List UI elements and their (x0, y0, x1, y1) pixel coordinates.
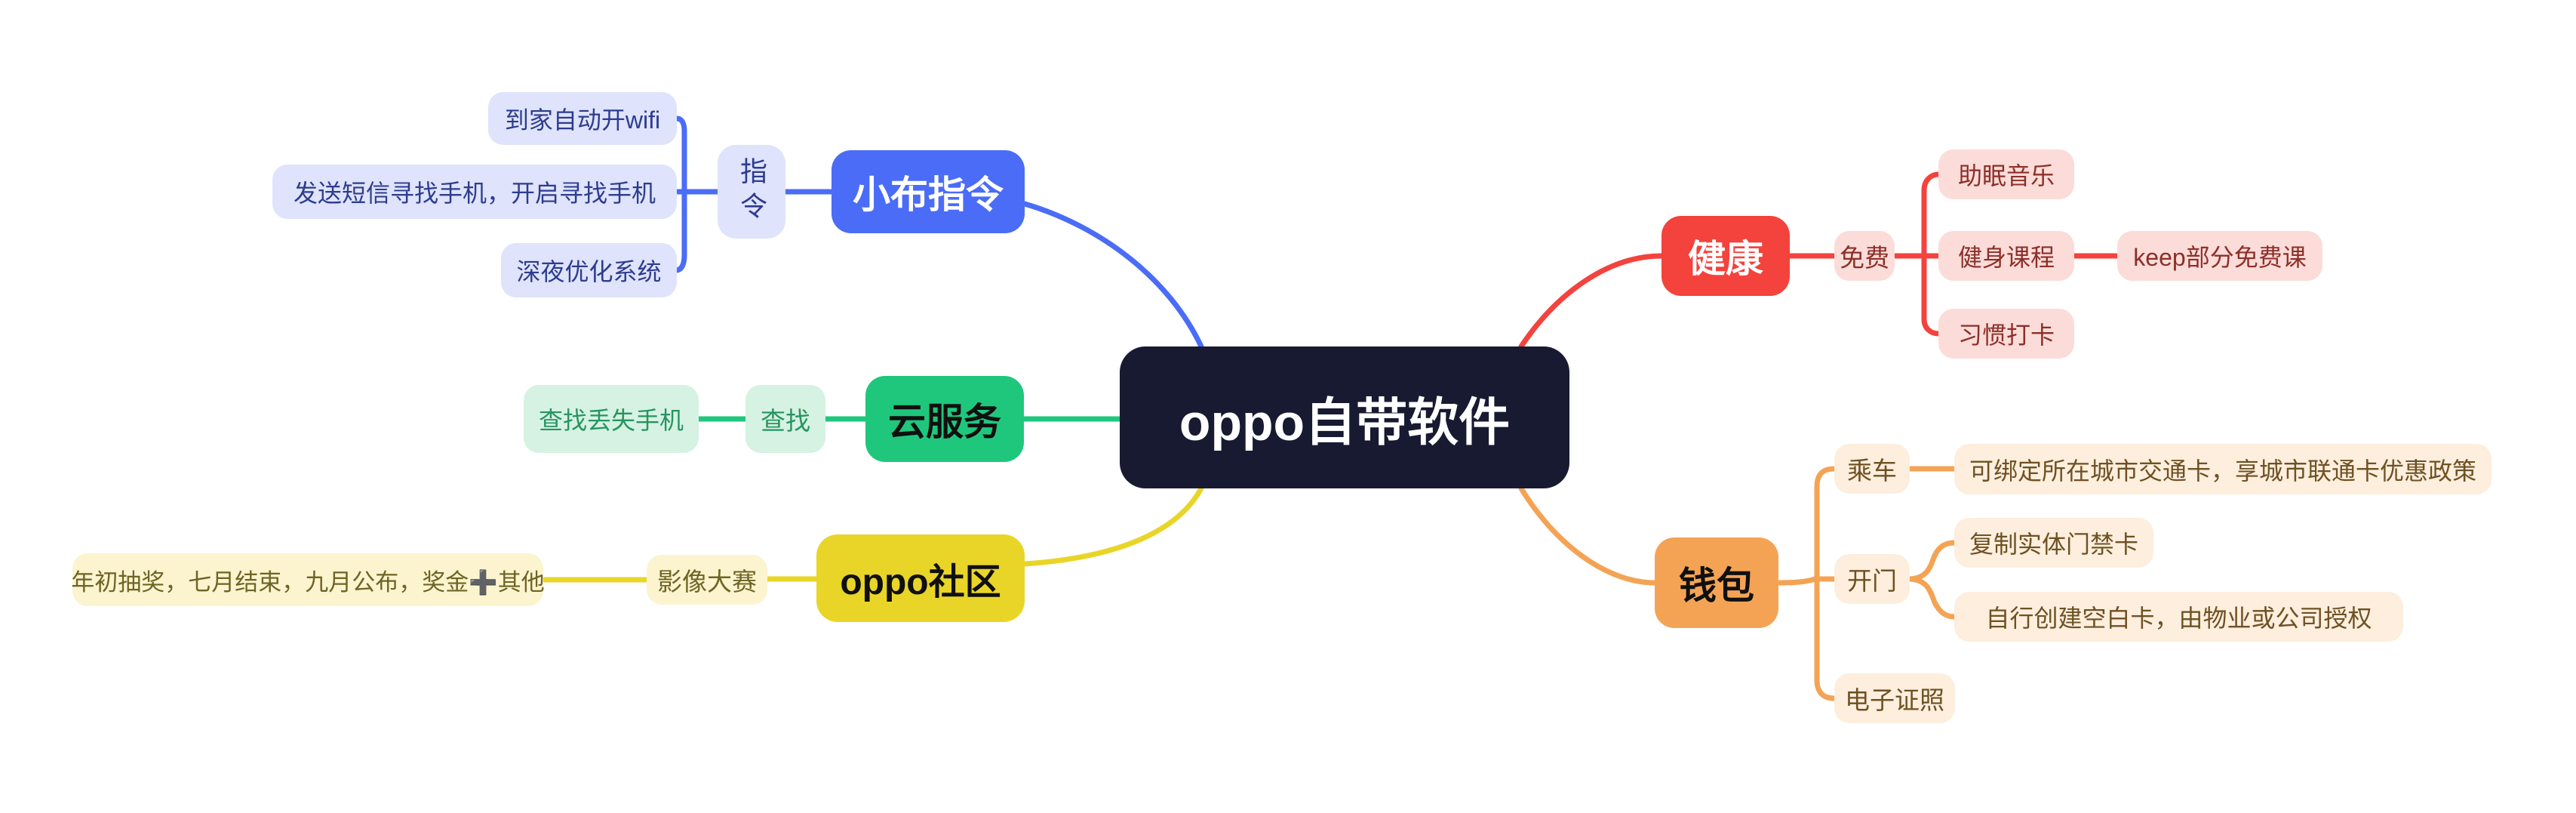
leaf-chazhao-diushi-shouji[interactable]: 查找丢失手机 (524, 385, 699, 453)
node-yun-fuwu[interactable]: 云服务 (865, 376, 1024, 462)
leaf-daojia-wifi[interactable]: 到家自动开wifi (488, 92, 677, 145)
edge-qianbao-stub (1775, 575, 1820, 586)
edge-center-jiankang (1518, 253, 1665, 350)
group-mianfei[interactable]: 免费 (1834, 231, 1895, 281)
leaf-shenye-youhua[interactable]: 深夜优化系统 (501, 243, 677, 297)
node-oppo-shequ[interactable]: oppo社区 (816, 534, 1025, 622)
node-xiaobu-zhiling[interactable]: 小布指令 (832, 150, 1025, 233)
leaf-jiaotongka-zhengce[interactable]: 可绑定所在城市交通卡，享城市联通卡优惠政策 (1954, 444, 2491, 494)
edge-kaimen-fork-bottom (1907, 576, 1957, 620)
leaf-nianchu-choujiang[interactable]: 年初抽奖，七月结束，九月公布，奖金➕其他 (71, 553, 545, 606)
group-chazhao[interactable]: 查找 (745, 385, 825, 453)
node-qianbao[interactable]: 钱包 (1655, 537, 1778, 628)
leaf-fasong-duanxin[interactable]: 发送短信寻找手机，开启寻找手机 (272, 165, 677, 219)
group-dianzi-zhengzhao[interactable]: 电子证照 (1834, 673, 1955, 723)
group-chengche[interactable]: 乘车 (1834, 444, 1910, 494)
leaf-fuzhi-menjinka[interactable]: 复制实体门禁卡 (1954, 518, 2153, 568)
leaf-kongbaika-shouquan[interactable]: 自行创建空白卡，由物业或公司授权 (1954, 592, 2403, 642)
node-jiankang[interactable]: 健康 (1661, 216, 1790, 296)
edge-mianfei-bracket (1921, 171, 1941, 337)
leaf-jianshen-kecheng[interactable]: 健身课程 (1938, 231, 2074, 281)
leaf-keep-mianfeike[interactable]: keep部分免费课 (2117, 231, 2322, 281)
edge-center-shequ (1022, 485, 1204, 567)
group-kaimen[interactable]: 开门 (1834, 554, 1910, 604)
group-zhiling[interactable]: 指令 (718, 145, 785, 239)
edge-kaimen-fork-top (1907, 540, 1957, 582)
edge-center-qianbao (1518, 485, 1658, 586)
edge-qianbao-bracket (1814, 466, 1837, 701)
root-node[interactable]: oppo自带软件 (1120, 346, 1569, 488)
leaf-zhumian-yinyue[interactable]: 助眠音乐 (1938, 149, 2074, 199)
group-yingxiang-dasai[interactable]: 影像大赛 (647, 555, 767, 605)
edge-zhiling-bracket (674, 115, 687, 273)
edge-center-xiaobu (1022, 201, 1204, 350)
leaf-xiguan-daka[interactable]: 习惯打卡 (1938, 309, 2074, 359)
